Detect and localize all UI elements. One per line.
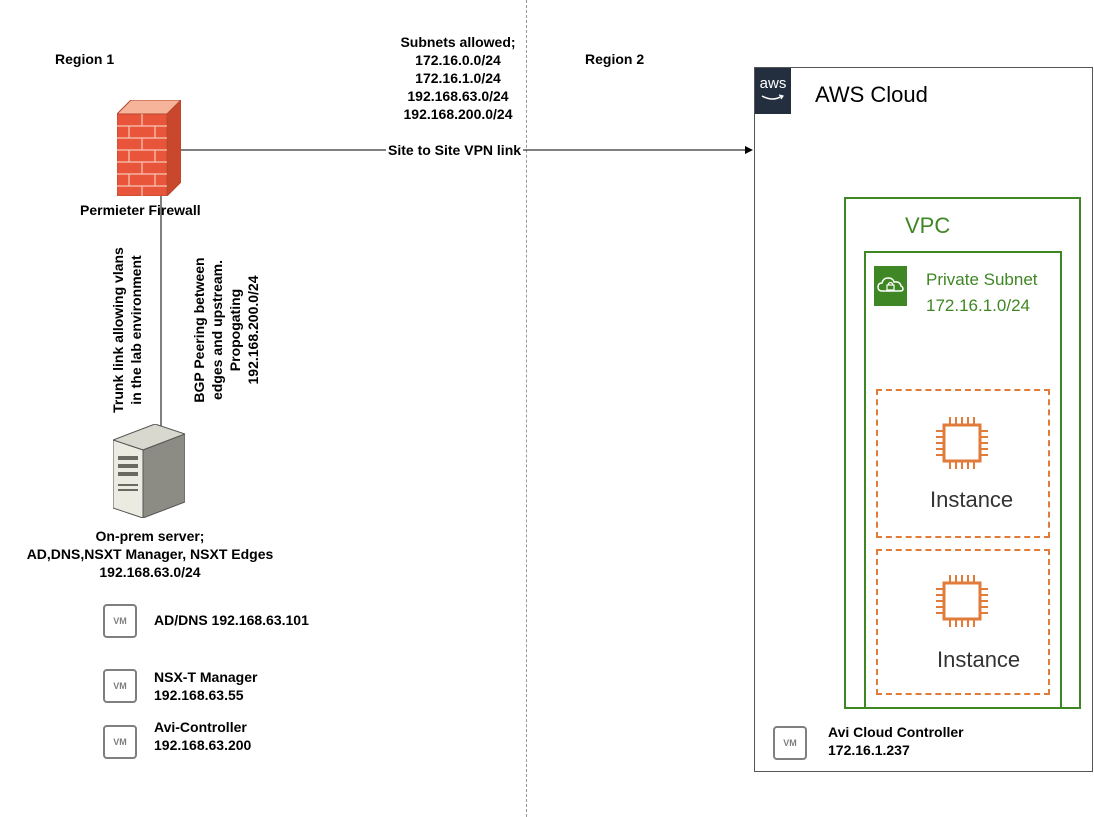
vm-line: AD/DNS 192.168.63.101 [154, 612, 309, 628]
instance-box [876, 549, 1050, 695]
bgp-line: Propogating [227, 288, 243, 372]
private-subnet-box [864, 251, 1062, 709]
aws-logo-text: aws [759, 75, 787, 92]
trunk-line: Trunk link allowing vlans [110, 247, 126, 413]
ec2-chip-icon [936, 417, 988, 469]
aws-cloud-box [754, 67, 1093, 772]
subnet-entry: 172.16.0.0/24 [415, 52, 501, 68]
subnets-allowed: Subnets allowed; 172.16.0.0/24 172.16.1.… [368, 33, 548, 123]
aws-cloud-title: AWS Cloud [815, 82, 928, 107]
aws-logo: aws [755, 68, 791, 114]
server-icon [113, 424, 185, 518]
vm-icon: VM [103, 725, 137, 759]
private-subnet-name: Private Subnet [926, 270, 1038, 289]
subnet-entry: 172.16.1.0/24 [415, 70, 501, 86]
trunk-line: in the lab environment [128, 255, 144, 405]
vm-line: Avi-Controller [154, 719, 247, 735]
vpn-link-label: Site to Site VPN link [386, 141, 524, 159]
firewall-icon [117, 100, 181, 196]
bgp-line: edges and upstream. [209, 259, 225, 401]
vm-icon: VM [773, 726, 807, 760]
private-subnet-icon [874, 266, 907, 306]
firewall-label: Permieter Firewall [80, 202, 201, 218]
instance-box [876, 389, 1050, 538]
region-2-label: Region 2 [585, 51, 645, 67]
aws-smile-icon [761, 94, 784, 100]
vm-line: 192.168.63.55 [154, 687, 244, 703]
bgp-line: BGP Peering between [191, 257, 207, 403]
vpc-label: VPC [905, 213, 951, 238]
bgp-line: 192.168.200.0/24 [245, 275, 261, 385]
ec2-chip-icon [936, 575, 988, 627]
instance-label: Instance [937, 647, 1021, 672]
subnets-title: Subnets allowed; [400, 34, 516, 50]
subnet-entry: 192.168.200.0/24 [403, 106, 513, 122]
trunk-link-label: Trunk link allowing vlans in the lab env… [109, 225, 145, 435]
subnet-entry: 192.168.63.0/24 [407, 88, 509, 104]
bgp-peering-label: BGP Peering between edges and upstream. … [190, 220, 262, 440]
onprem-line: 192.168.63.0/24 [99, 564, 201, 580]
vm-nsxt-manager-label: NSX-T Manager 192.168.63.55 [154, 668, 257, 704]
vm-ad-dns-label: AD/DNS 192.168.63.101 [154, 611, 309, 629]
vm-line: Avi Cloud Controller [828, 724, 964, 740]
cloud-lock-icon [877, 277, 904, 292]
onprem-line: On-prem server; [95, 528, 205, 544]
vm-line: NSX-T Manager [154, 669, 258, 685]
region-1-label: Region 1 [55, 51, 115, 67]
avi-cloud-controller-label: Avi Cloud Controller 172.16.1.237 [828, 723, 964, 759]
instance-label: Instance [930, 487, 1014, 512]
vm-avi-controller-label: Avi-Controller 192.168.63.200 [154, 718, 251, 754]
vm-icon: VM [103, 669, 137, 703]
private-subnet-cidr: 172.16.1.0/24 [926, 296, 1030, 315]
onprem-line: AD,DNS,NSXT Manager, NSXT Edges [26, 546, 274, 562]
vm-line: 192.168.63.200 [154, 737, 252, 753]
vm-icon: VM [103, 604, 137, 638]
onprem-server-label: On-prem server; AD,DNS,NSXT Manager, NSX… [0, 527, 300, 581]
vm-line: 172.16.1.237 [828, 742, 910, 758]
region-divider [526, 0, 527, 817]
